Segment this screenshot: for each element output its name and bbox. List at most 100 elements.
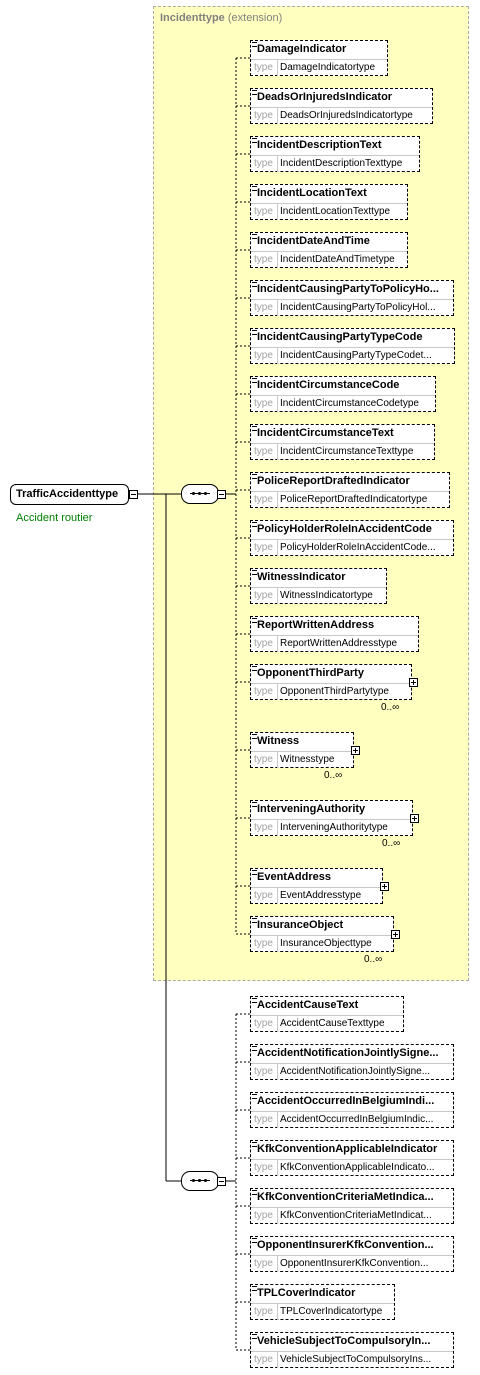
element-type: IncidentCausingPartyToPolicyHol...: [280, 302, 436, 313]
element-name: IncidentDateAndTime: [257, 235, 370, 247]
occurrence-label: 0..∞: [381, 702, 400, 713]
type-label: type: [254, 890, 273, 901]
element-type: ReportWrittenAddresstype: [280, 638, 398, 649]
type-label: type: [254, 62, 273, 73]
element-type: PolicyHolderRoleInAccidentCode...: [280, 542, 436, 553]
sequence-compositor-2[interactable]: [181, 1171, 219, 1191]
element-type: WitnessIndicatortype: [280, 590, 373, 601]
element-marker-icon: [252, 666, 257, 671]
element-marker-icon: [252, 138, 257, 143]
type-label: type: [254, 542, 273, 553]
element-marker-icon: [252, 1286, 257, 1291]
element-type: PoliceReportDraftedIndicatortype: [280, 494, 428, 505]
element-marker-icon: [252, 1142, 257, 1147]
element-marker-icon: [252, 618, 257, 623]
extension-title: Incidenttype (extension): [160, 12, 282, 24]
element-name: IncidentCircumstanceText: [257, 427, 394, 439]
element-marker-icon: [252, 870, 257, 875]
type-label: type: [254, 1354, 273, 1365]
expand-icon[interactable]: [391, 930, 400, 939]
element-type: TPLCoverIndicatortype: [280, 1306, 383, 1317]
element-name: KfkConventionApplicableIndicator: [257, 1143, 438, 1155]
element-name: DamageIndicator: [257, 43, 347, 55]
element-name: InterveningAuthority: [257, 803, 366, 815]
root-collapse-icon[interactable]: [129, 490, 138, 499]
element-name: TPLCoverIndicator: [257, 1287, 356, 1299]
root-documentation: Accident routier: [16, 512, 93, 524]
element-name: EventAddress: [257, 871, 331, 883]
element-name: KfkConventionCriteriaMetIndica...: [257, 1191, 434, 1203]
element-type: Witnesstype: [280, 754, 335, 765]
element-name: IncidentLocationText: [257, 187, 367, 199]
element-type: AccidentNotificationJointlySigne...: [280, 1066, 431, 1077]
element-marker-icon: [252, 186, 257, 191]
element-marker-icon: [252, 1238, 257, 1243]
element-marker-icon: [252, 998, 257, 1003]
type-label: type: [254, 1018, 273, 1029]
sequence-1-collapse-icon[interactable]: [217, 490, 226, 499]
element-type: OpponentInsurerKfkConvention...: [280, 1258, 429, 1269]
element-type: InsuranceObjecttype: [280, 938, 372, 949]
sequence-compositor-1[interactable]: [181, 484, 219, 504]
element-marker-icon: [252, 282, 257, 287]
type-label: type: [254, 302, 273, 313]
element-name: AccidentCauseText: [257, 999, 359, 1011]
sequence-2-collapse-icon[interactable]: [217, 1177, 226, 1186]
element-type: AccidentOccurredInBelgiumIndic...: [280, 1114, 434, 1125]
root-element[interactable]: TrafficAccidenttype: [10, 484, 129, 505]
root-element-label: TrafficAccidenttype: [16, 488, 119, 500]
expand-icon[interactable]: [409, 678, 418, 687]
type-label: type: [254, 494, 273, 505]
type-label: type: [254, 398, 273, 409]
element-marker-icon: [252, 234, 257, 239]
occurrence-label: 0..∞: [364, 954, 383, 965]
expand-icon[interactable]: [380, 882, 389, 891]
element-type: IncidentLocationTexttype: [280, 206, 391, 217]
element-type: IncidentDateAndTimetype: [280, 254, 395, 265]
element-type: IncidentCausingPartyTypeCodet...: [280, 350, 432, 361]
type-label: type: [254, 686, 273, 697]
type-label: type: [254, 1114, 273, 1125]
element-marker-icon: [252, 378, 257, 383]
element-name: OpponentInsurerKfkConvention...: [257, 1239, 434, 1251]
element-name: IncidentCausingPartyTypeCode: [257, 331, 423, 343]
element-marker-icon: [252, 802, 257, 807]
element-name: DeadsOrInjuredsIndicator: [257, 91, 393, 103]
element-name: AccidentNotificationJointlySigne...: [257, 1047, 439, 1059]
expand-icon[interactable]: [351, 746, 360, 755]
element-type: EventAddresstype: [280, 890, 362, 901]
element-marker-icon: [252, 1190, 257, 1195]
element-type: IncidentDescriptionTexttype: [280, 158, 403, 169]
element-type: OpponentThirdPartytype: [280, 686, 389, 697]
element-marker-icon: [252, 1334, 257, 1339]
element-type: InterveningAuthoritytype: [280, 822, 388, 833]
expand-icon[interactable]: [410, 814, 419, 823]
element-name: VehicleSubjectToCompulsoryIn...: [257, 1335, 431, 1347]
